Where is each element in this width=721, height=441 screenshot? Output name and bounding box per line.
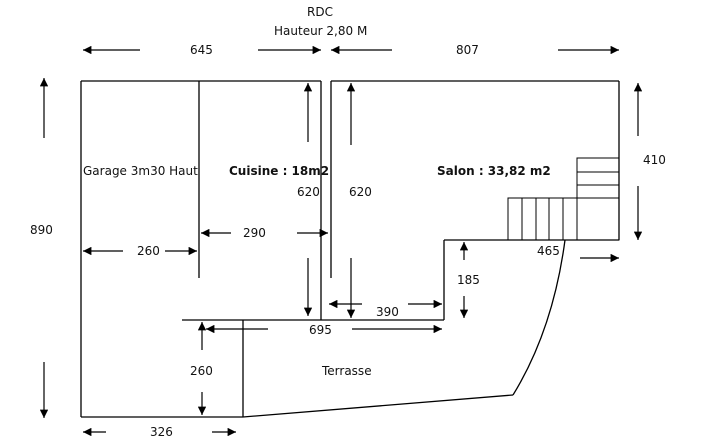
dim-kitchen-depth: 620 — [297, 185, 320, 199]
dim-step-depth: 185 — [457, 273, 480, 287]
room-label-terrace: Terrasse — [322, 364, 372, 378]
dim-living-step-width: 465 — [537, 244, 560, 258]
dim-kitchen-lower-width: 390 — [376, 305, 399, 319]
stairs — [507, 157, 620, 241]
dim-living-right-height: 410 — [643, 153, 666, 167]
walls — [80, 80, 620, 418]
dim-garage-width: 260 — [137, 244, 160, 258]
dim-kitchen-width: 290 — [243, 226, 266, 240]
room-label-garage: Garage 3m30 Haut — [83, 164, 198, 178]
dim-top-left-width: 645 — [190, 43, 213, 57]
ceiling-height-label: Hauteur 2,80 M — [274, 24, 368, 38]
stair-upper-block — [576, 157, 620, 241]
dim-terrace-top-width: 695 — [309, 323, 332, 337]
dimension-arrows — [39, 45, 643, 437]
dim-top-right-width: 807 — [456, 43, 479, 57]
terrace-curved-edge — [512, 239, 566, 396]
stair-lower-block — [507, 197, 578, 241]
dim-terrace-depth: 260 — [190, 364, 213, 378]
room-label-living: Salon : 33,82 m2 — [437, 164, 551, 178]
dim-bottom-width: 326 — [150, 425, 173, 439]
level-title: RDC — [307, 5, 333, 19]
dim-living-depth: 620 — [349, 185, 372, 199]
dim-total-height: 890 — [30, 223, 53, 237]
wall-terrace-bottom — [242, 394, 514, 418]
room-label-kitchen: Cuisine : 18m2 — [229, 164, 330, 178]
